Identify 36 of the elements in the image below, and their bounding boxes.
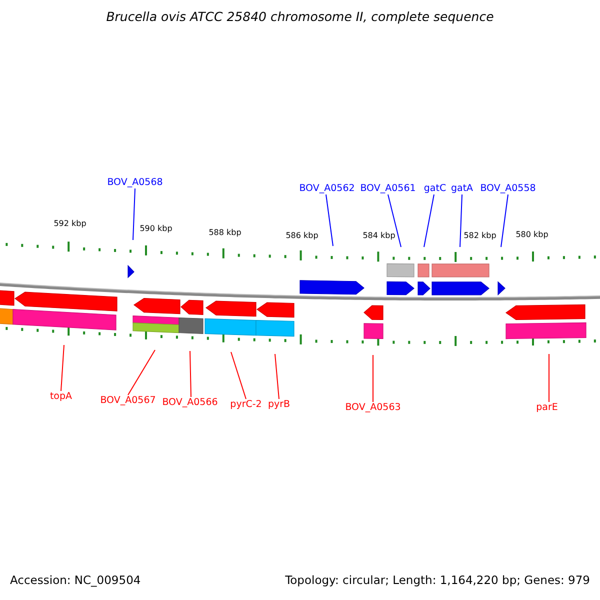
scale-label: 586 kbp (286, 232, 318, 240)
leader-line (132, 188, 136, 240)
gene-label: BOV_A0558 (480, 184, 536, 194)
gene-label: BOV_A0567 (100, 396, 156, 406)
leader-line (326, 194, 334, 246)
gene-label: gatC (424, 184, 446, 194)
scale-label: 588 kbp (208, 229, 242, 237)
accession-text: Accession: NC_009504 (10, 575, 141, 586)
leader-line (460, 194, 462, 248)
scale-label: 582 kbp (464, 232, 496, 240)
leader-line (274, 354, 280, 400)
gene-label: BOV_A0563 (345, 403, 401, 412)
gene-label: parE (536, 403, 558, 412)
leader-line (230, 352, 246, 400)
gene-label: pyrC-2 (230, 400, 262, 410)
scale-label: 590 kbp (140, 225, 172, 233)
map-title: Brucella ovis ATCC 25840 chromosome II, complete sequence (106, 11, 494, 24)
sequence-info-text: Topology: circular; Length: 1,164,220 bp; Genes: 979 (285, 575, 590, 586)
leader-line (548, 354, 550, 402)
leader-line (372, 354, 374, 402)
gene-label: BOV_A0562 (299, 184, 355, 194)
gene-label: topA (50, 392, 72, 402)
gene-label: gatA (450, 184, 474, 194)
leader-line (60, 344, 64, 392)
scale-label: 580 kbp (516, 231, 548, 239)
leader-line (500, 194, 508, 248)
leader-line (424, 194, 434, 248)
leader-line (388, 194, 402, 248)
leader-line (190, 350, 192, 398)
gene-label: pyrB (268, 400, 290, 410)
leader-line (128, 350, 156, 396)
gene-label: BOV_A0568 (107, 178, 163, 188)
gene-label: BOV_A0566 (162, 398, 218, 408)
scale-label: 592 kbp (54, 220, 86, 228)
gene-label: BOV_A0561 (360, 184, 416, 194)
scale-label: 584 kbp (362, 232, 396, 240)
